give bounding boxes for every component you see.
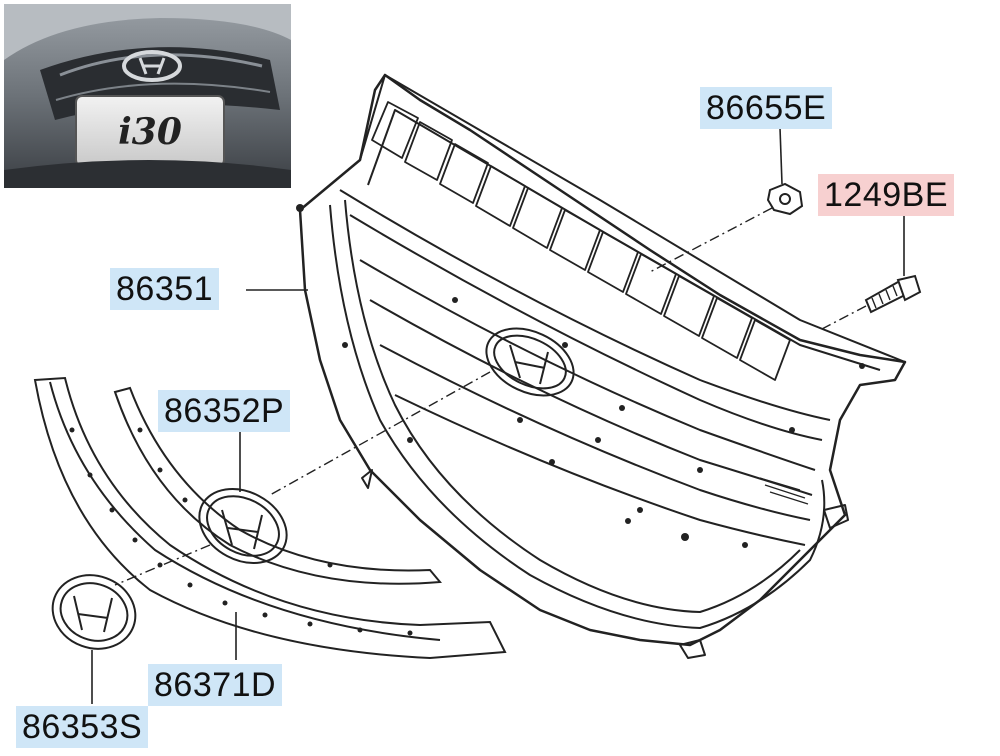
emblem-86352p-icon [198,488,288,564]
photo-hyundai-logo-icon [122,50,182,82]
callout-86655e: 86655E [700,87,833,129]
lower-molding-strip [33,376,507,660]
callout-86352p: 86352P [158,390,291,432]
callout-86353s: 86353S [16,706,149,748]
photo-badge-text: i30 [118,111,182,153]
radiator-grille-assembly [296,73,907,659]
upper-inner-strip [113,386,442,585]
grille-emblem-icon [485,327,575,397]
assembly-guide-lines [114,207,867,586]
emblem-86353s-icon [51,574,137,650]
callout-leader-lines [91,127,905,704]
reference-car-photo: i30 [4,4,291,188]
callout-1249be: 1249BE [818,174,954,216]
clip-86655e-icon [766,182,804,216]
callout-86351: 86351 [110,268,220,310]
screw-1249be-icon [864,274,922,314]
callout-86371d: 86371D [148,664,283,706]
